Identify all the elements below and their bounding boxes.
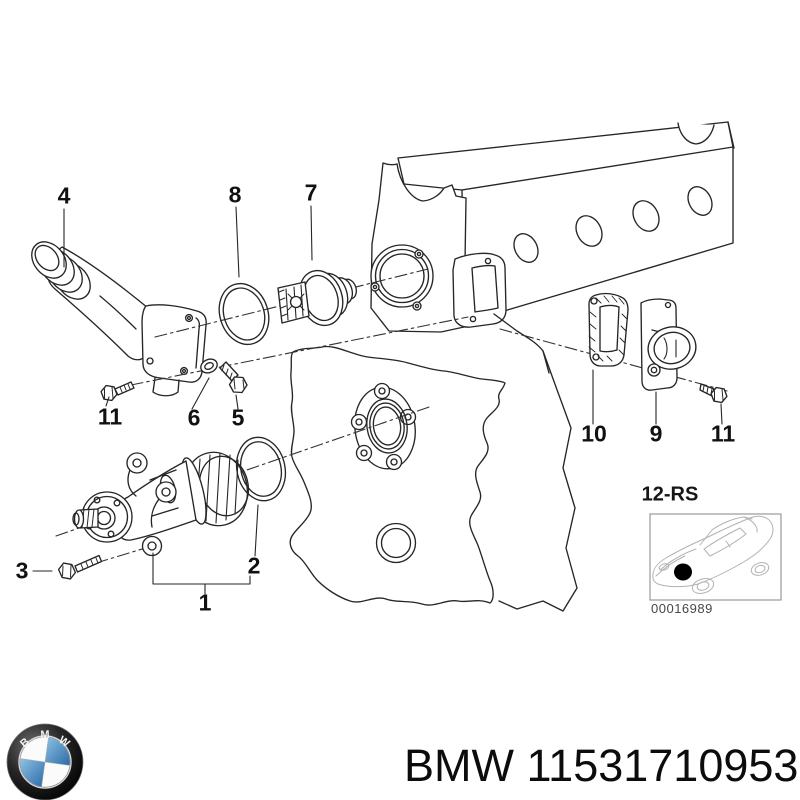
callout-11-right: 11 — [710, 420, 736, 447]
bolt-5 — [219, 361, 248, 394]
callout-1: 1 — [198, 589, 212, 616]
bolt-11-right — [699, 383, 728, 404]
callout-8: 8 — [228, 181, 242, 208]
callout-6: 6 — [187, 404, 201, 431]
o-ring-2 — [235, 436, 287, 502]
gasket-10 — [588, 292, 629, 367]
pump-mounting-ears — [126, 452, 177, 557]
bolt-3 — [57, 554, 103, 580]
timing-cover — [289, 345, 506, 606]
engine-block-edge — [493, 313, 578, 612]
part-number-title: BMW 11531710953 — [404, 740, 799, 791]
thermostat-housing — [640, 298, 697, 391]
callout-3: 3 — [15, 557, 29, 584]
callout-2: 2 — [247, 552, 261, 579]
callout-7: 7 — [304, 179, 318, 206]
callout-4: 4 — [57, 182, 71, 209]
coolant-elbow — [31, 241, 207, 397]
car-sketch — [652, 515, 774, 594]
washer-6 — [200, 358, 218, 374]
installation-position-dot — [674, 563, 692, 581]
cylinder-head — [370, 121, 735, 333]
thermostat — [277, 269, 358, 327]
callout-5: 5 — [231, 404, 245, 431]
image-code: 00016989 — [651, 601, 713, 616]
water-pump — [72, 451, 250, 557]
variant-box — [649, 513, 782, 601]
variant-label: 12-RS — [641, 483, 699, 506]
leader-lines — [32, 205, 723, 595]
bolt-11-left — [100, 381, 135, 402]
callout-9: 9 — [649, 420, 663, 447]
opening-bolt-ears — [370, 249, 424, 311]
callout-11-left: 11 — [97, 403, 123, 430]
logo-letter-m: M — [40, 729, 50, 741]
callout-10: 10 — [581, 420, 607, 447]
bmw-logo: B M W — [6, 723, 84, 800]
o-ring-8 — [218, 282, 270, 346]
head-gasket-plate — [452, 252, 507, 328]
